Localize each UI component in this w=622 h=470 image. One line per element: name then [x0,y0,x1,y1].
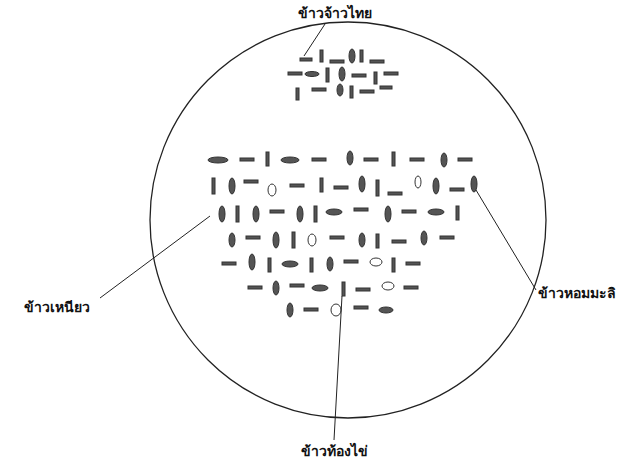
rice-label: ข้าวท้องไข่ [301,442,368,460]
leader-lines [100,24,536,440]
rice-label: ข้าวหอมมะลิ [538,284,616,302]
rice-label: ข้าวจ้าวไทย [298,4,372,22]
rice-label: ข้าวเหนียว [24,298,90,316]
grains [208,49,477,317]
sample-circle [150,22,546,418]
